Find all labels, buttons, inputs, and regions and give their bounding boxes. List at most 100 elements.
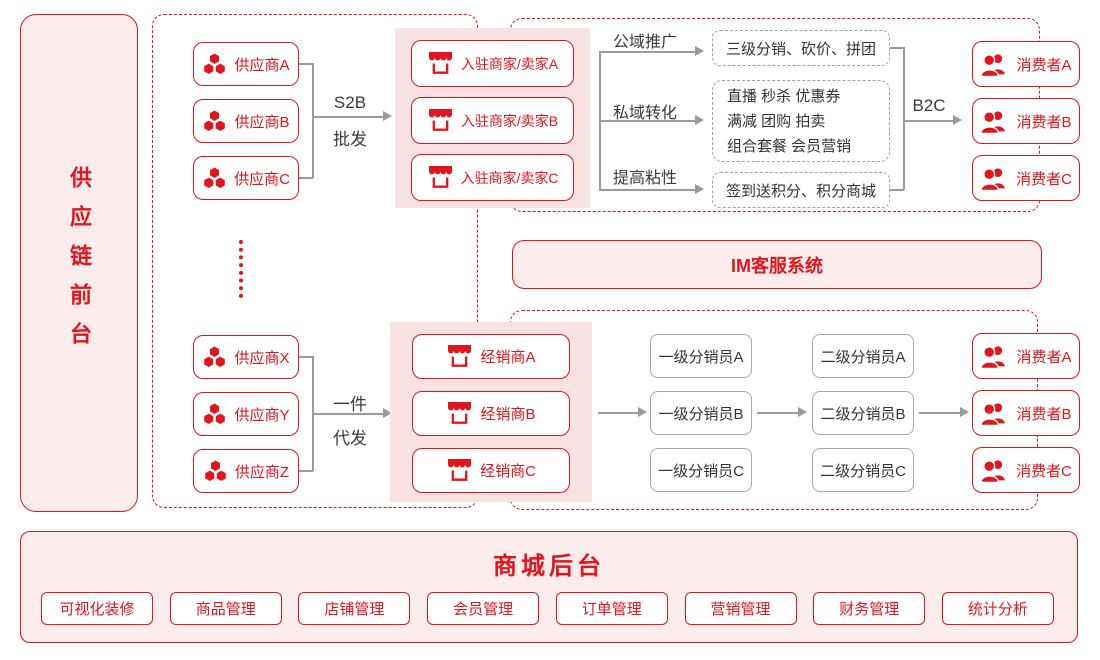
consumer-label: 消费者B xyxy=(1016,405,1072,423)
module-member-management: 会员管理 xyxy=(427,592,540,625)
module-finance-management: 财务管理 xyxy=(813,592,926,625)
supplier-label: 供应商C xyxy=(234,170,290,188)
arrow-head-icon xyxy=(638,407,647,417)
banner-title: 供应链前台 xyxy=(67,165,92,361)
merchant-box: 入驻商家/卖家B xyxy=(411,97,574,144)
consumer-label: 消费者A xyxy=(1016,348,1072,366)
consumer-label: 消费者B xyxy=(1016,113,1072,131)
dealer-box: 经销商C xyxy=(412,448,570,493)
arrow-line xyxy=(598,412,638,414)
module-product-management: 商品管理 xyxy=(169,592,282,625)
level1-distributor-box: 一级分销员B xyxy=(650,391,752,435)
arrow-head-icon xyxy=(695,184,704,194)
level1-distributor-box: 一级分销员C xyxy=(650,448,752,492)
hexagons-icon xyxy=(203,52,227,76)
supplier-box: 供应商B xyxy=(193,99,299,143)
module-order-management: 订单管理 xyxy=(555,592,668,625)
hexagons-icon xyxy=(203,166,226,190)
hexagons-icon xyxy=(204,459,227,483)
person-icon xyxy=(980,166,1007,191)
bracket-line xyxy=(890,189,904,191)
level2-distributor-box: 二级分销员B xyxy=(812,391,914,435)
backend-title: 商城后台 xyxy=(493,553,605,580)
arrow-head-icon xyxy=(383,408,392,418)
arrow-head-icon xyxy=(383,111,392,121)
vertical-dots-separator xyxy=(239,240,243,298)
consumer-label: 消费者C xyxy=(1016,170,1072,188)
bracket-line xyxy=(299,177,313,179)
arrow-line xyxy=(312,116,383,118)
module-shop-management: 店铺管理 xyxy=(298,592,411,625)
hexagons-icon xyxy=(203,345,227,369)
wholesale-label: 批发 xyxy=(333,130,367,149)
branch-line xyxy=(599,51,696,53)
suppliers-group-frame xyxy=(152,14,478,508)
im-service-bar: IM客服系统 xyxy=(512,240,1042,289)
person-icon xyxy=(980,458,1007,483)
dealer-label: 经销商A xyxy=(480,349,536,366)
consumer-box: 消费者B xyxy=(972,98,1080,144)
supplier-box: 供应商X xyxy=(193,335,299,379)
person-icon xyxy=(980,344,1007,369)
module-visual-decoration: 可视化装修 xyxy=(41,592,153,625)
bracket-line xyxy=(312,63,314,178)
dropship-label-2: 代发 xyxy=(333,429,367,448)
arrow-line xyxy=(757,412,798,414)
supplier-label: 供应商Y xyxy=(234,406,290,424)
arrow-head-icon xyxy=(953,115,962,125)
dealer-label: 经销商B xyxy=(480,406,536,423)
private-promo-line: 满减 团购 拍卖 xyxy=(727,112,826,130)
branch-label-public: 公域推广 xyxy=(613,34,678,51)
consumer-label: 消费者A xyxy=(1016,56,1072,74)
bracket-line xyxy=(890,47,904,49)
consumer-label: 消费者C xyxy=(1016,462,1072,480)
consumer-box: 消费者C xyxy=(972,155,1080,201)
supplier-box: 供应商C xyxy=(193,156,299,200)
consumer-box: 消费者A xyxy=(972,41,1080,87)
merchant-label: 入驻商家/卖家A xyxy=(460,55,559,72)
dropship-label-1: 一件 xyxy=(333,395,367,414)
merchant-box: 入驻商家/卖家A xyxy=(411,40,574,87)
private-promo-line: 组合套餐 会员营销 xyxy=(727,137,852,155)
level1-distributor-box: 一级分销员A xyxy=(650,334,752,378)
sticky-promo-box: 签到送积分、积分商城 xyxy=(712,172,890,208)
supplier-box: 供应商A xyxy=(193,42,299,86)
storefront-icon xyxy=(448,402,472,424)
mall-backend-panel: 商城后台 可视化装修 商品管理 店铺管理 会员管理 订单管理 营销管理 财务管理… xyxy=(20,531,1078,643)
arrow-line xyxy=(919,412,960,414)
level2-distributor-box: 二级分销员C xyxy=(812,448,914,492)
supply-chain-frontend-banner: 供应链前台 xyxy=(20,14,138,512)
person-icon xyxy=(980,109,1007,134)
supplier-label: 供应商A xyxy=(234,56,290,74)
person-icon xyxy=(980,52,1007,77)
storefront-icon xyxy=(428,52,452,74)
storefront-icon xyxy=(448,345,472,367)
supplier-label: 供应商B xyxy=(234,113,290,131)
supplier-label: 供应商X xyxy=(234,349,290,367)
bracket-line xyxy=(903,47,905,190)
storefront-icon xyxy=(428,166,452,188)
hexagons-icon xyxy=(203,109,227,133)
s2b-label: S2B xyxy=(333,93,367,112)
person-icon xyxy=(980,401,1007,426)
merchant-label: 入驻商家/卖家B xyxy=(460,112,559,129)
b2c-label: B2C xyxy=(912,96,946,115)
arrow-head-icon xyxy=(695,115,704,125)
branch-line xyxy=(599,189,696,191)
branch-line xyxy=(599,120,696,122)
public-promo-box: 三级分销、砍价、拼团 xyxy=(712,30,890,66)
storefront-icon xyxy=(428,109,452,131)
dealer-box: 经销商A xyxy=(412,334,570,379)
backend-modules-row: 可视化装修 商品管理 店铺管理 会员管理 订单管理 营销管理 财务管理 统计分析 xyxy=(41,592,1054,625)
bracket-line xyxy=(299,63,313,65)
bracket-line xyxy=(299,470,313,472)
arrow-head-icon xyxy=(798,407,807,417)
private-promo-line: 直播 秒杀 优惠券 xyxy=(727,87,841,105)
merchant-label: 入驻商家/卖家C xyxy=(460,169,559,186)
branch-label-sticky: 提高粘性 xyxy=(613,170,678,187)
bracket-line xyxy=(299,356,313,358)
dealer-box: 经销商B xyxy=(412,391,570,436)
arrow-head-icon xyxy=(960,407,969,417)
consumer-box: 消费者B xyxy=(972,390,1080,436)
